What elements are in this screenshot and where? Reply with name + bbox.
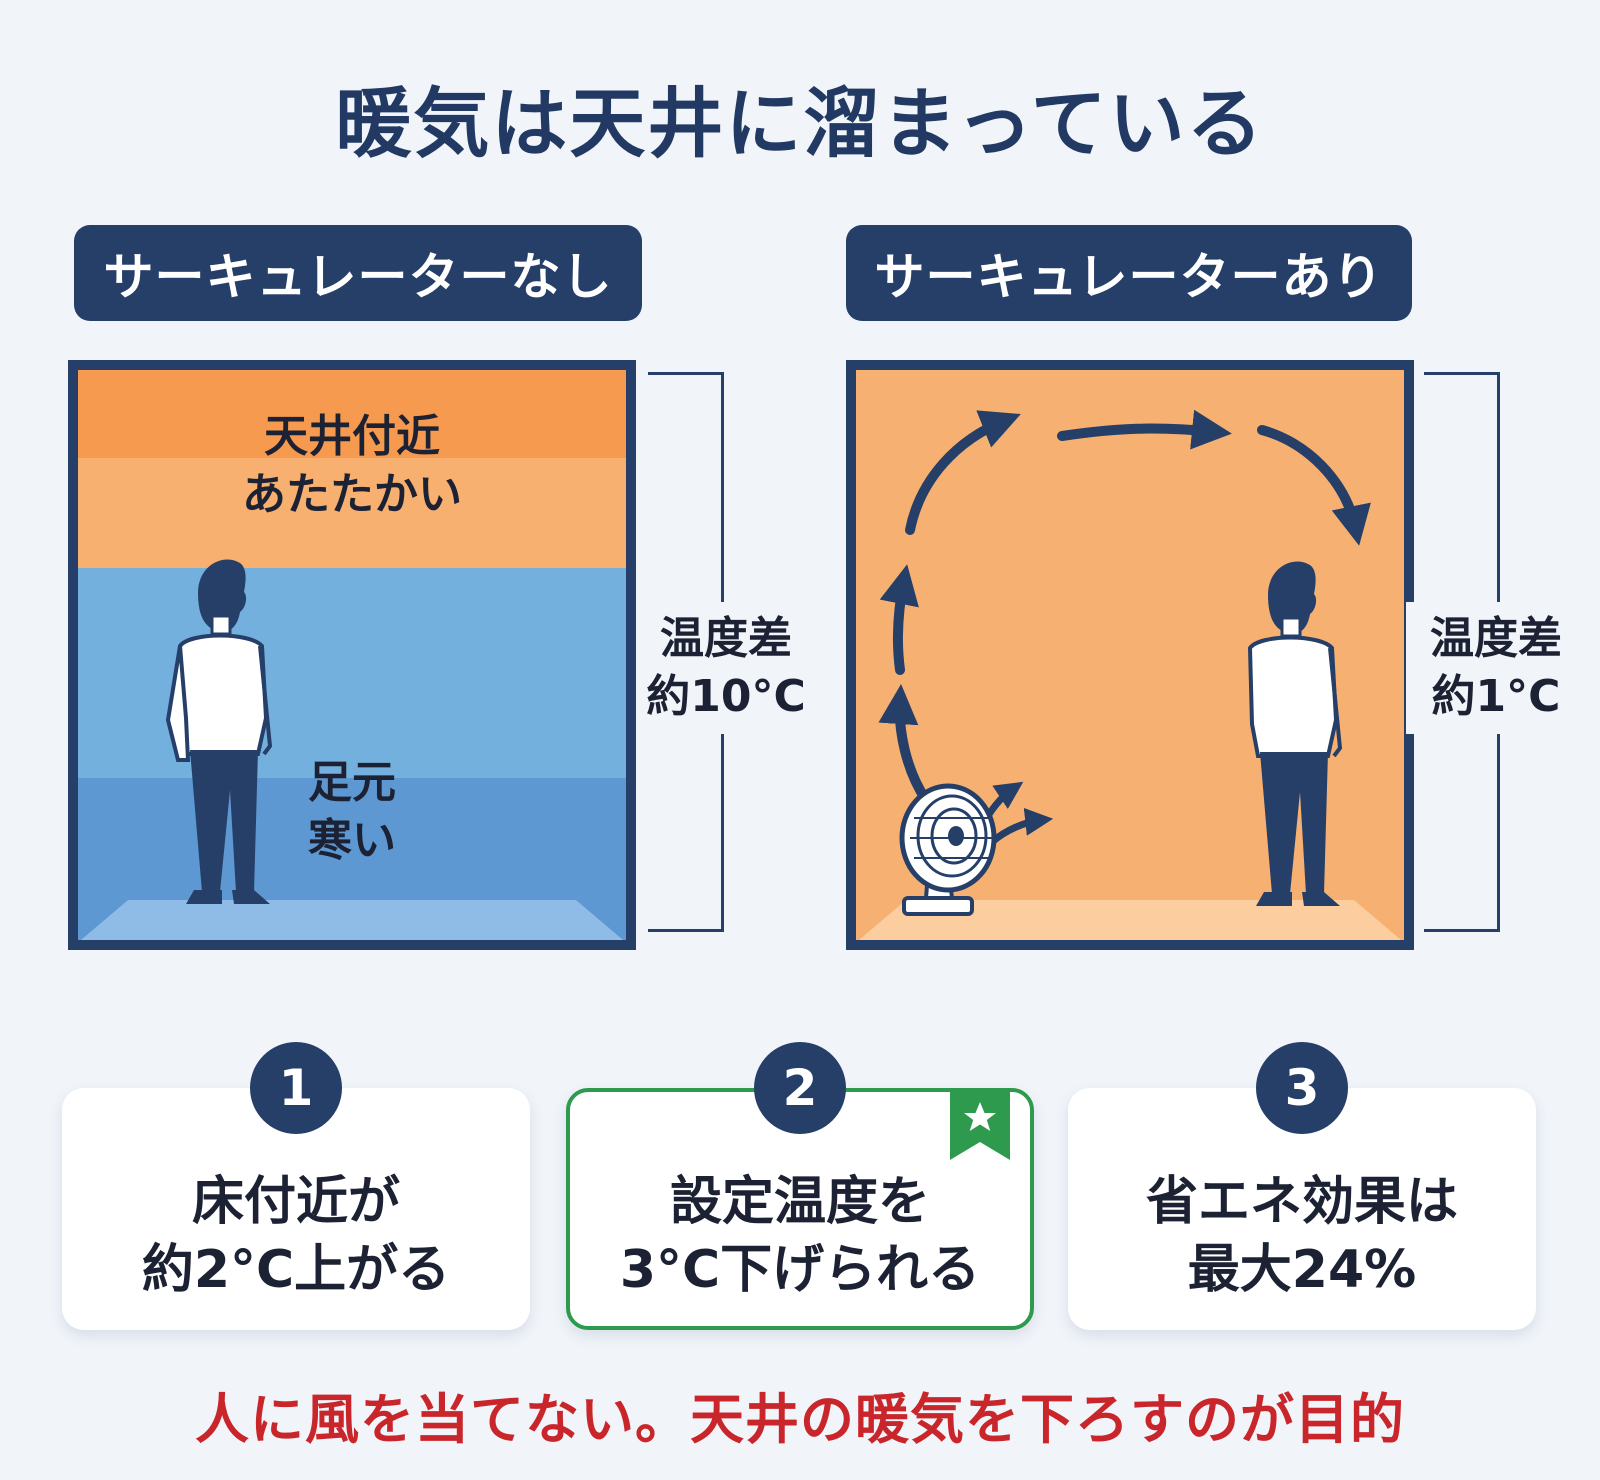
- floor-plane: [859, 900, 1401, 940]
- floor-cold-text: 足元 寒い: [308, 757, 396, 866]
- cool-band: [78, 568, 626, 778]
- benefit-card-1-text: 床付近が 約2°C上がる: [141, 1172, 451, 1300]
- left-room-illustration: [81, 559, 623, 940]
- room-without-circulator: 天井付近 あたたかい 足元 寒い: [68, 360, 636, 950]
- temp-diff-label-right: 温度差 約1°C: [1406, 602, 1586, 734]
- benefit-card-3-text: 省エネ効果は 最大24%: [1145, 1172, 1458, 1300]
- label-with-circulator: サーキュレーターあり: [846, 225, 1412, 321]
- circulator-fan-icon: [899, 783, 997, 916]
- person-figure: [1247, 561, 1343, 906]
- label-without-circulator: サーキュレーターなし: [74, 225, 642, 321]
- warm-band-top: [78, 370, 626, 458]
- right-room-illustration: [859, 409, 1401, 940]
- benefit-card-2-text: 設定温度を 3°C下げられる: [619, 1172, 981, 1300]
- airflow-arrow: [878, 409, 1371, 846]
- floor-plane: [81, 900, 623, 940]
- star-ribbon-icon: [950, 1088, 1010, 1160]
- page-title: 暖気は天井に溜まっている: [335, 79, 1265, 168]
- temp-diff-label-left: 温度差 約10°C: [636, 602, 816, 734]
- room-with-circulator: [846, 360, 1414, 950]
- footer-note: 人に風を当てない。天井の暖気を下ろすのが目的: [195, 1388, 1405, 1451]
- person-figure: [165, 559, 273, 904]
- warm-band: [78, 458, 626, 568]
- step-number-1: 1: [250, 1042, 342, 1134]
- step-number-3: 3: [1256, 1042, 1348, 1134]
- step-number-2: 2: [754, 1042, 846, 1134]
- benefit-card-3: 省エネ効果は 最大24%: [1068, 1088, 1536, 1330]
- ceiling-warm-text: 天井付近 あたたかい: [242, 411, 462, 520]
